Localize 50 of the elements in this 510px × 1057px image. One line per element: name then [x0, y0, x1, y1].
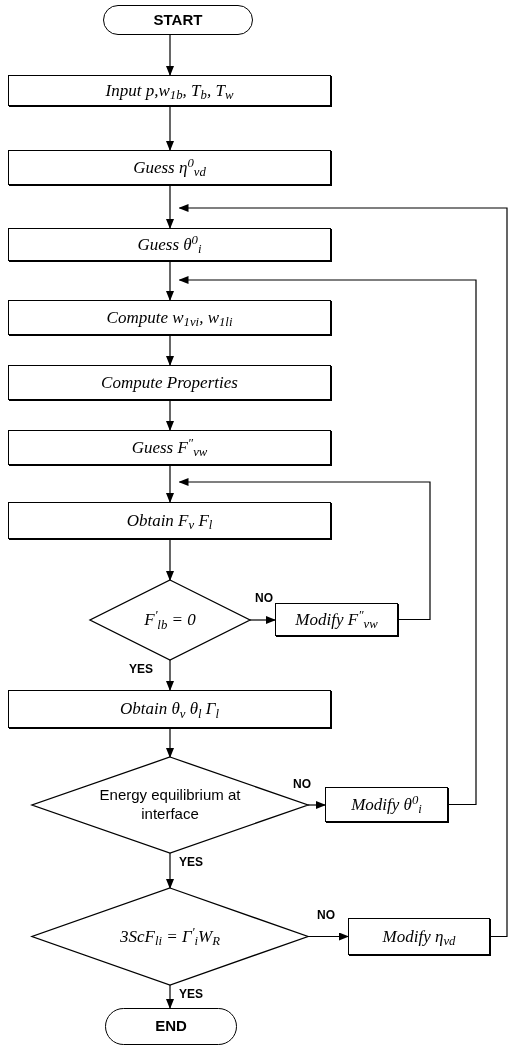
- node-label: START: [153, 10, 203, 30]
- process-box: [8, 430, 331, 465]
- node-label: Modify η$_{vd}$: [382, 925, 456, 948]
- node-label: Compute Properties: [101, 371, 238, 394]
- arrow: [166, 334, 174, 366]
- node-label: Input p,w$_{1b}$, T$_{b}$, T$_{w}$: [105, 79, 234, 102]
- process-box: [8, 75, 331, 106]
- process-box: [8, 228, 331, 261]
- node-label: F$^{'}$$_{lb}$ = 0: [144, 609, 196, 631]
- edge-label: NO: [316, 909, 336, 921]
- edge-label: NO: [292, 778, 312, 790]
- arrow: [166, 852, 174, 889]
- edge-label: NO: [254, 592, 274, 604]
- arrow: [166, 538, 174, 581]
- arrow: [166, 984, 174, 1009]
- process-box: [8, 690, 331, 728]
- arrow: [249, 616, 276, 624]
- process-box: [8, 300, 331, 335]
- node-label: 3ScF$_{li}$ = Γ$^{'}$$_{i}$W$_{R}$: [120, 925, 220, 948]
- process-box: [8, 150, 331, 185]
- process-box: [8, 502, 331, 539]
- node-label: Obtain θ$_{v}$ θ$_{l}$ Γ$_{l}$: [119, 698, 220, 720]
- process-box: [275, 603, 398, 636]
- edge-label: YES: [178, 988, 204, 1000]
- node-label: Energy equilibrium at interface: [98, 786, 242, 824]
- terminal-box: [103, 5, 253, 35]
- arrow: [166, 105, 174, 151]
- process-box: [348, 918, 490, 955]
- arrow: [166, 184, 174, 229]
- arrow: [178, 204, 508, 938]
- arrow: [166, 399, 174, 431]
- node-label: Obtain F$_{v}$ F$_{l}$: [126, 509, 213, 532]
- arrow: [166, 34, 174, 76]
- arrow: [166, 659, 174, 691]
- arrow: [307, 932, 349, 941]
- terminal-box: [105, 1008, 237, 1045]
- process-box: [8, 365, 331, 400]
- process-box: [325, 787, 448, 822]
- edge-label: YES: [128, 663, 154, 675]
- edge-label: YES: [178, 856, 204, 868]
- arrow: [166, 464, 174, 503]
- node-label: END: [155, 1017, 187, 1036]
- arrow: [178, 276, 477, 806]
- arrow: [178, 478, 431, 621]
- arrow: [307, 801, 326, 809]
- node-label: Compute w$_{1vi}$, w$_{1li}$: [106, 306, 233, 329]
- decision-diamond: [90, 580, 250, 660]
- arrow: [166, 727, 174, 758]
- decision-diamond: [32, 888, 308, 985]
- arrow: [166, 260, 174, 301]
